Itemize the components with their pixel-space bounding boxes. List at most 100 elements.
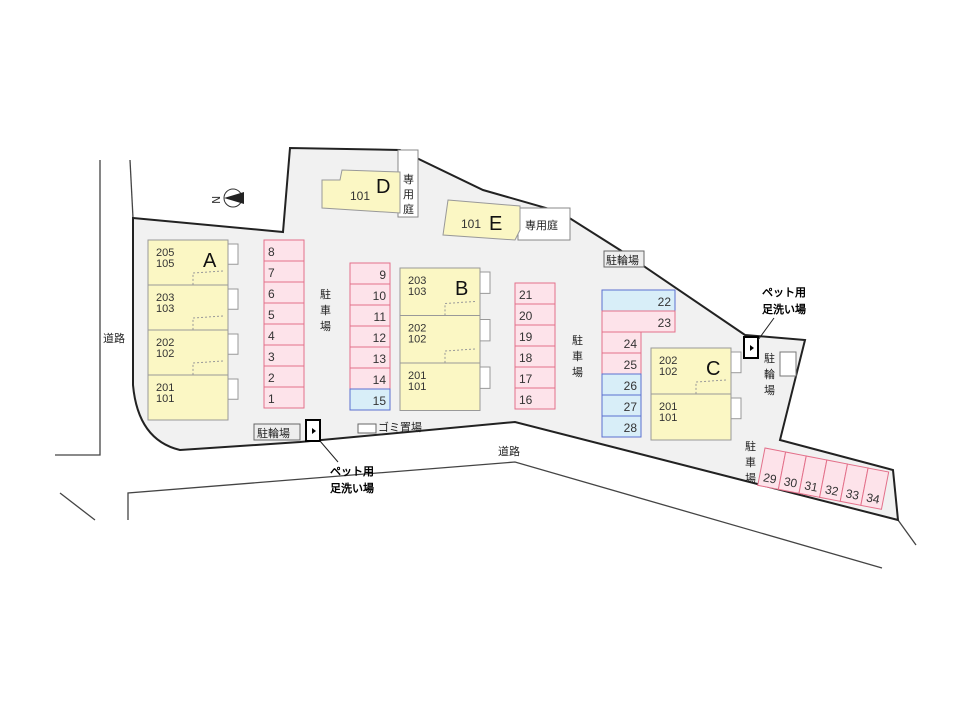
parking-slot-23: 23 bbox=[601, 310, 676, 333]
parking-slot-29: 29 bbox=[757, 447, 787, 490]
buildings-and-parking: 205105203103202102201101A203103202102201… bbox=[147, 239, 890, 510]
svg-text:駐: 駐 bbox=[572, 333, 583, 347]
parking-slot-26: 26 bbox=[601, 373, 642, 396]
road-label-bottom: 道路 bbox=[498, 444, 520, 458]
svg-text:201: 201 bbox=[156, 382, 174, 394]
bike-parking-bottom: 駐輪場 bbox=[253, 423, 301, 441]
svg-text:ペット用: ペット用 bbox=[762, 286, 806, 299]
parking-slot-label: 9 bbox=[379, 268, 386, 282]
svg-text:E: E bbox=[489, 213, 502, 235]
parking-slot-label: 16 bbox=[519, 393, 533, 407]
svg-text:駐: 駐 bbox=[745, 439, 756, 453]
svg-text:101: 101 bbox=[408, 381, 426, 393]
parking-slot-label: 3 bbox=[268, 350, 275, 364]
parking-slot-label: 22 bbox=[658, 295, 672, 309]
parking-slot-22: 22 bbox=[601, 289, 676, 312]
parking-slot-label: 29 bbox=[762, 470, 778, 486]
parking-slot-label: 23 bbox=[658, 316, 672, 330]
parking-slot-2: 2 bbox=[263, 365, 305, 388]
svg-text:105: 105 bbox=[156, 258, 174, 270]
svg-text:駐: 駐 bbox=[320, 287, 331, 301]
bike-parking-right: 駐 輪 場 bbox=[764, 351, 797, 397]
svg-text:101: 101 bbox=[350, 189, 370, 203]
svg-text:203: 203 bbox=[408, 275, 426, 287]
svg-text:102: 102 bbox=[408, 334, 426, 346]
svg-text:場: 場 bbox=[320, 320, 331, 333]
parking-slot-17: 17 bbox=[514, 366, 556, 389]
parking-slot-4: 4 bbox=[263, 323, 305, 346]
parking-slot-9: 9 bbox=[349, 262, 391, 285]
svg-text:場: 場 bbox=[745, 472, 756, 485]
pet-wash-right: ペット用 足洗い場 bbox=[743, 286, 806, 359]
svg-text:車: 車 bbox=[745, 455, 756, 469]
svg-text:N: N bbox=[210, 196, 223, 204]
bike-parking-top: 駐輪場 bbox=[603, 250, 645, 268]
parking-slot-11: 11 bbox=[349, 304, 391, 327]
svg-text:201: 201 bbox=[659, 401, 677, 413]
parking-slot-label: 18 bbox=[519, 351, 533, 365]
parking-slot-16: 16 bbox=[514, 387, 556, 410]
parking-slot-32: 32 bbox=[819, 459, 849, 502]
parking-slot-10: 10 bbox=[349, 283, 391, 306]
svg-text:202: 202 bbox=[408, 323, 426, 335]
parking-slot-label: 5 bbox=[268, 308, 275, 322]
parking-slot-label: 15 bbox=[373, 394, 387, 408]
svg-text:101: 101 bbox=[461, 217, 481, 231]
parking-slot-label: 8 bbox=[268, 245, 275, 259]
parking-slot-label: 6 bbox=[268, 287, 275, 301]
svg-text:202: 202 bbox=[156, 337, 174, 349]
north-arrow-icon: N bbox=[210, 188, 244, 208]
parking-slot-30: 30 bbox=[777, 451, 807, 494]
svg-text:103: 103 bbox=[156, 303, 174, 315]
parking-slot-label: 28 bbox=[624, 421, 638, 435]
svg-text:車: 車 bbox=[320, 303, 331, 317]
svg-text:場: 場 bbox=[764, 384, 775, 397]
svg-text:101: 101 bbox=[659, 412, 677, 424]
parking-slot-label: 20 bbox=[519, 309, 533, 323]
parking-slot-1: 1 bbox=[263, 386, 305, 409]
parking-slot-13: 13 bbox=[349, 346, 391, 369]
svg-text:102: 102 bbox=[156, 348, 174, 360]
svg-text:ゴミ置場: ゴミ置場 bbox=[378, 420, 422, 434]
parking-slot-label: 33 bbox=[845, 486, 861, 502]
parking-slot-21: 21 bbox=[514, 282, 556, 305]
parking-slot-label: 13 bbox=[373, 352, 387, 366]
svg-text:用: 用 bbox=[403, 188, 414, 201]
svg-text:ペット用: ペット用 bbox=[330, 465, 374, 478]
parking-slot-label: 12 bbox=[373, 331, 387, 345]
parking-slot-label: 31 bbox=[803, 478, 819, 494]
svg-text:202: 202 bbox=[659, 355, 677, 367]
svg-text:専用庭: 専用庭 bbox=[525, 218, 558, 232]
building-name: B bbox=[455, 278, 468, 300]
parking-slot-label: 27 bbox=[624, 400, 638, 414]
svg-text:専: 専 bbox=[403, 173, 414, 186]
parking-slot-19: 19 bbox=[514, 324, 556, 347]
parking-slot-14: 14 bbox=[349, 367, 391, 390]
road-label-left: 道路 bbox=[103, 331, 125, 345]
svg-text:庭: 庭 bbox=[403, 202, 414, 216]
svg-text:場: 場 bbox=[572, 366, 583, 379]
svg-text:203: 203 bbox=[156, 292, 174, 304]
parking-slot-18: 18 bbox=[514, 345, 556, 368]
svg-text:205: 205 bbox=[156, 247, 174, 259]
svg-text:201: 201 bbox=[408, 370, 426, 382]
svg-text:D: D bbox=[376, 176, 390, 198]
parking-slot-28: 28 bbox=[601, 415, 642, 438]
road-lines bbox=[55, 159, 917, 569]
parking-slot-label: 11 bbox=[374, 310, 387, 324]
parking-slot-label: 30 bbox=[783, 474, 799, 490]
parking-slot-7: 7 bbox=[263, 260, 305, 283]
building-name: A bbox=[203, 250, 217, 272]
parking-slot-15: 15 bbox=[349, 388, 391, 411]
parking-slot-label: 2 bbox=[268, 371, 275, 385]
parking-slot-label: 24 bbox=[624, 337, 638, 351]
